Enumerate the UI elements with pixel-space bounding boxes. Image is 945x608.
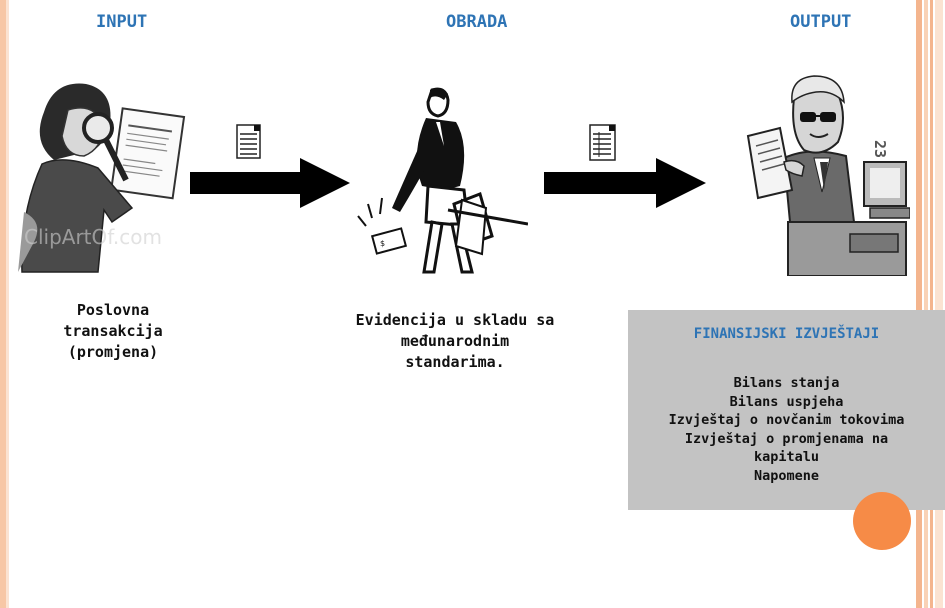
process-label-line-1: Evidencija u skladu sa	[355, 311, 555, 329]
process-label-line-3: standarima.	[405, 353, 505, 371]
woman-with-magnifier-illustration: ClipArtOf.com	[18, 83, 186, 273]
man-with-report-illustration	[746, 75, 910, 276]
arrow-right-icon	[190, 158, 350, 208]
input-label-line-1: Poslovna	[76, 301, 150, 319]
statement-item: Izvještaj o novčanim tokovima	[668, 412, 905, 428]
process-label: Evidencija u skladu sa međunarodnim stan…	[310, 310, 600, 373]
input-label-line-3: (promjena)	[67, 343, 159, 361]
process-label-line-2: međunarodnim	[400, 332, 510, 350]
statement-item: Bilans uspjeha	[729, 393, 844, 410]
statement-item: Napomene	[753, 467, 820, 484]
statement-item: Izvještaj o promjenama na	[684, 430, 889, 447]
left-border-inner	[6, 0, 9, 608]
orange-circle-decoration	[853, 492, 911, 550]
financial-statements-list: Bilans stanja Bilans uspjeha Izvještaj o…	[628, 374, 945, 485]
output-heading: OUTPUT	[790, 12, 852, 32]
right-frame	[916, 0, 945, 608]
financial-statements-title: FINANSIJSKI IZVJEŠTAJI	[693, 326, 880, 342]
process-heading: OBRADA	[446, 12, 508, 32]
statement-item: Bilans stanja	[733, 375, 840, 391]
input-heading: INPUT	[96, 12, 148, 32]
financial-statements-box: FINANSIJSKI IZVJEŠTAJI Bilans stanja Bil…	[628, 310, 945, 510]
input-label: Poslovna transakcija (promjena)	[28, 300, 198, 363]
document-icon	[589, 124, 616, 161]
arrow-right-icon	[544, 158, 706, 208]
document-icon	[236, 124, 261, 159]
svg-text:$: $	[380, 239, 385, 248]
watermark: ClipArtOf.com	[24, 225, 162, 249]
input-label-line-2: transakcija	[63, 322, 163, 340]
left-border	[0, 0, 6, 608]
page-number: 23	[871, 140, 889, 159]
businesswoman-illustration: $	[357, 87, 528, 274]
statement-item: kapitalu	[753, 449, 820, 465]
